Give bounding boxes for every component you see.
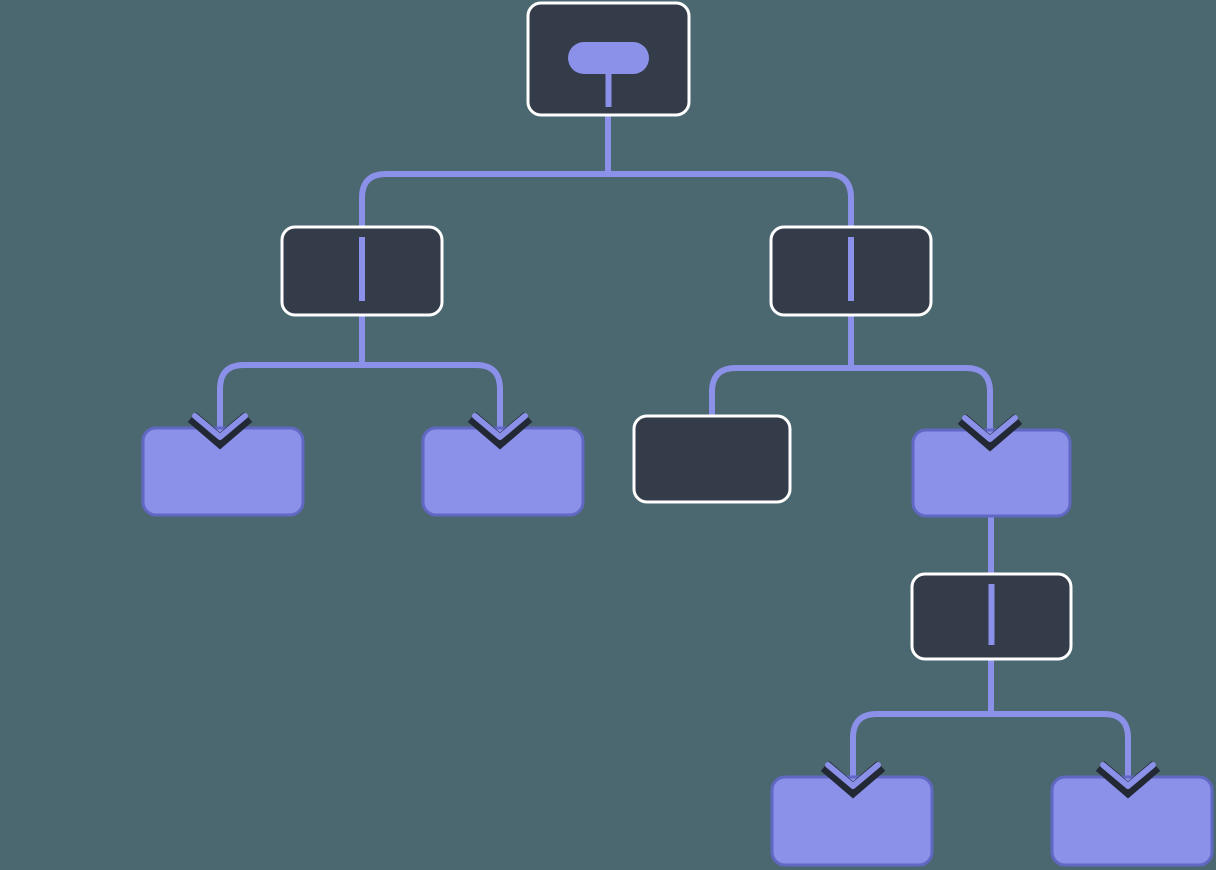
- node-mid-purple[interactable]: [911, 414, 1072, 518]
- node-branch-right[interactable]: [769, 225, 933, 317]
- edge-branch-right-to-leaf-3[interactable]: [709, 365, 854, 422]
- node-body: [770, 775, 934, 867]
- arrow-down-icon: [1095, 761, 1161, 799]
- node-leaf-2[interactable]: [421, 412, 585, 517]
- arrow-down-icon: [820, 761, 886, 799]
- node-leaf-3[interactable]: [632, 414, 792, 504]
- arrow-down-icon: [957, 414, 1023, 452]
- edge-branch-right-to-mid-purple[interactable]: [848, 365, 993, 442]
- node-body: [421, 426, 585, 517]
- edge-branch-left-to-leaf-2[interactable]: [359, 362, 503, 440]
- edge-branch-bottom-to-leaf-4[interactable]: [850, 711, 994, 789]
- edge-branch-bottom-to-leaf-5[interactable]: [988, 711, 1131, 789]
- arrow-down-icon: [467, 412, 533, 450]
- pill-root-icon: [568, 42, 649, 107]
- node-branch-left[interactable]: [280, 225, 444, 317]
- node-leaf-4[interactable]: [770, 761, 934, 867]
- nodes: [141, 1, 1214, 867]
- node-body: [911, 428, 1072, 518]
- arrow-down-icon: [187, 412, 253, 450]
- node-leaf-1[interactable]: [141, 412, 305, 517]
- node-body: [141, 426, 305, 517]
- edge-branch-left-to-leaf-1[interactable]: [217, 362, 365, 440]
- pass-through-line-icon: [988, 584, 995, 645]
- edges: [217, 111, 1131, 789]
- pass-through-line-icon: [848, 237, 854, 301]
- node-root[interactable]: [526, 1, 691, 117]
- edge-root-to-branch-right[interactable]: [605, 171, 854, 233]
- edge-root-to-branch-left[interactable]: [359, 171, 611, 233]
- pass-through-line-icon: [359, 237, 365, 301]
- node-leaf-5[interactable]: [1050, 761, 1214, 867]
- node-body: [1050, 775, 1214, 867]
- node-branch-bottom[interactable]: [910, 572, 1073, 661]
- node-body: [632, 414, 792, 504]
